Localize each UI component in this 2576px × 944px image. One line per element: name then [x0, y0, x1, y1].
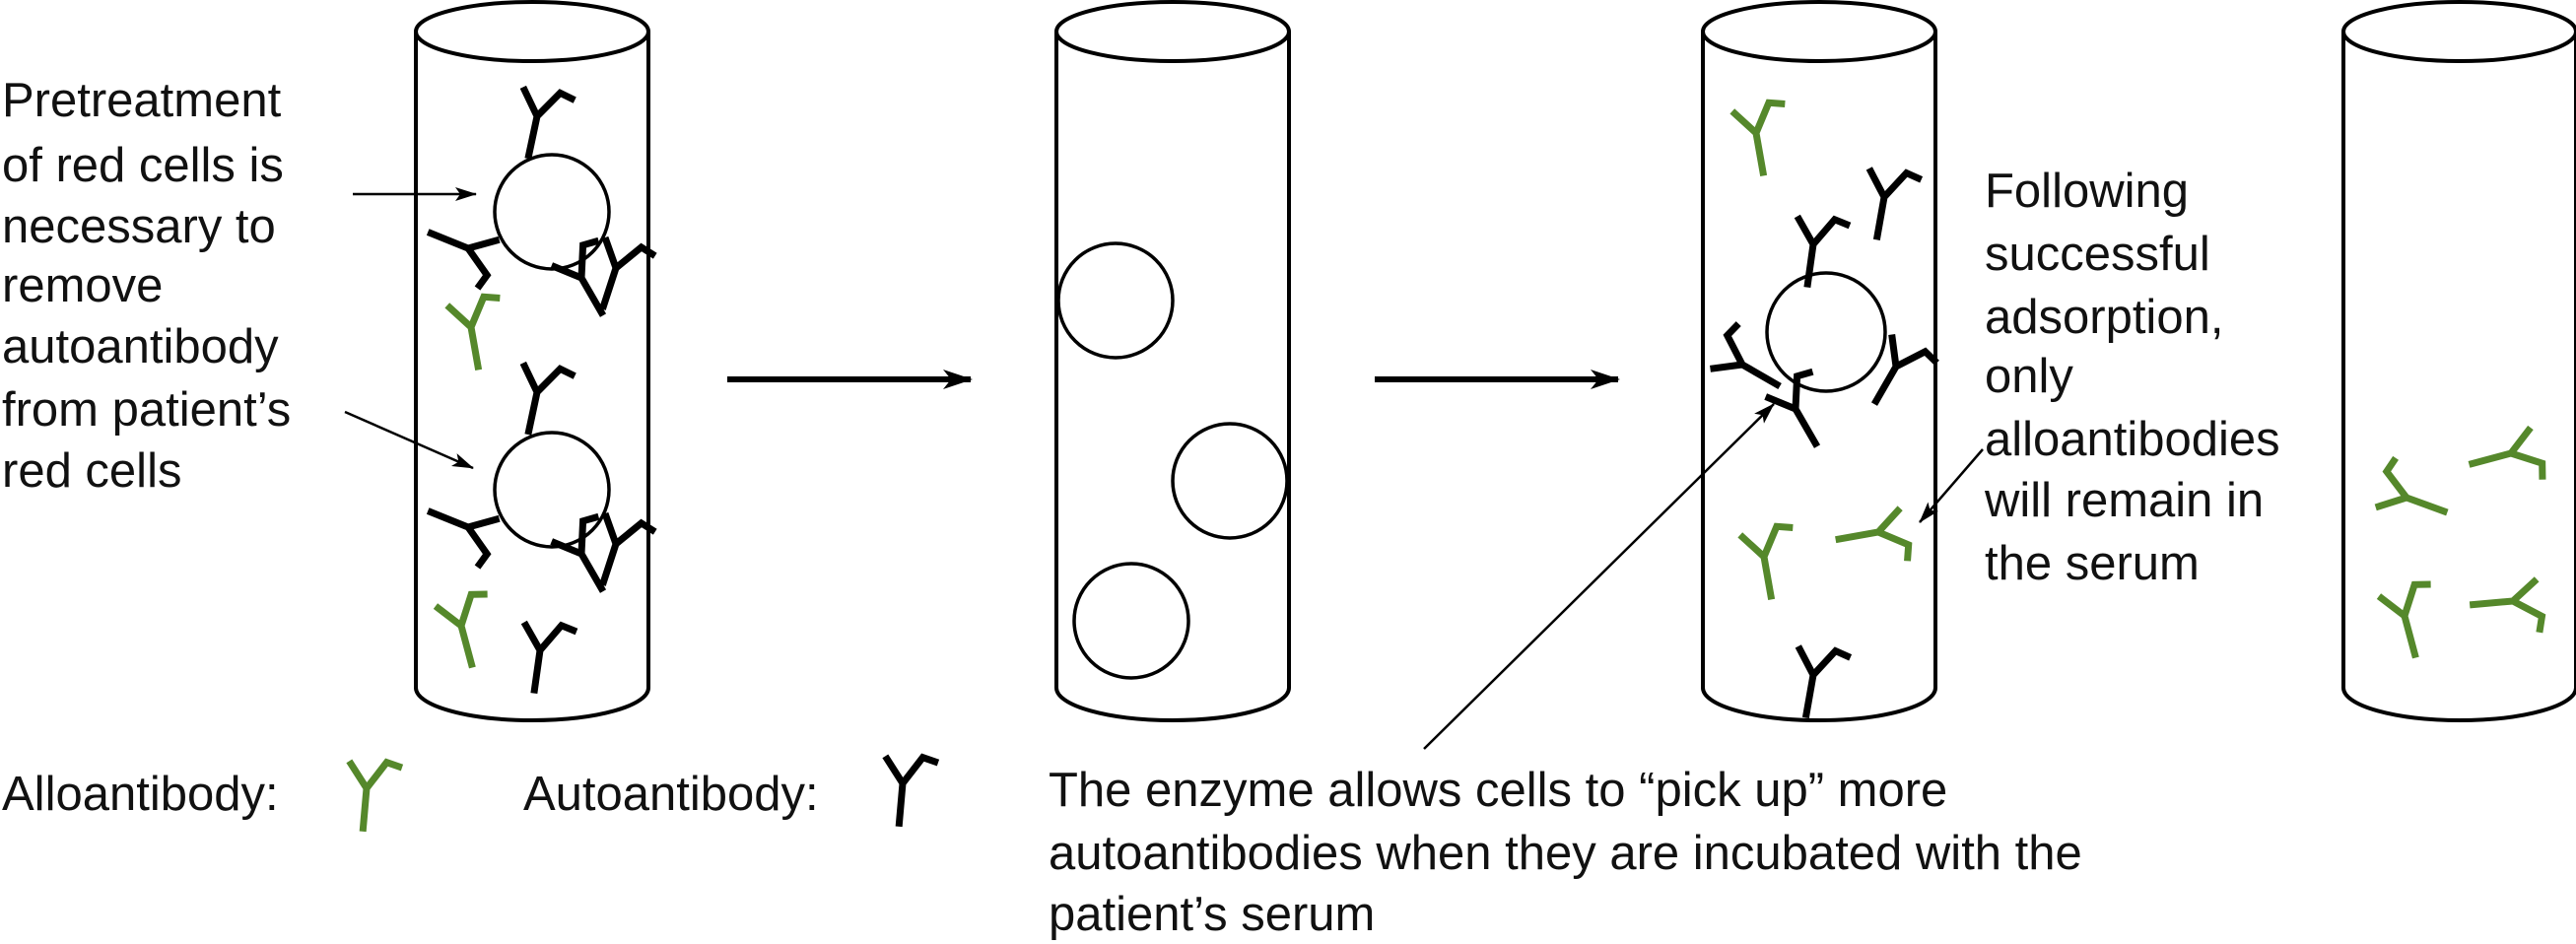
alloantibody-icon: [2469, 576, 2546, 634]
pretreatment-note: Pretreatment of red cells is necessary t…: [2, 74, 305, 498]
legend-alloantibody-label: Alloantibody:: [2, 768, 279, 821]
autoantibody-icon: [520, 620, 578, 695]
autoantibody-icon: [1764, 368, 1821, 448]
pretreatment-line: Pretreatment: [2, 74, 282, 127]
autoantibody-icon: [599, 511, 657, 586]
autoantibody-icon: [1795, 644, 1853, 718]
pretreatment-line: red cells: [2, 444, 181, 498]
tube-2: [1054, 0, 1291, 722]
enzyme-line: The enzyme allows cells to “pick up” mor…: [1049, 764, 1947, 817]
following-line: the serum: [1985, 537, 2200, 590]
autoantibody-icon: [519, 85, 576, 160]
alloantibody-icon: [1737, 522, 1794, 600]
pointer-arrow-bottom-cell: [344, 410, 474, 470]
red-cell: [493, 153, 611, 271]
pretreatment-line: autoantibody: [2, 320, 279, 373]
following-line: Following: [1985, 165, 2189, 218]
autoantibody-icon: [519, 361, 576, 436]
autoantibody-icon: [1794, 214, 1852, 289]
autoantibody-icon: [882, 753, 940, 828]
pretreatment-line: remove: [2, 259, 163, 312]
pointer-arrow-alloantibody: [1919, 448, 1984, 523]
following-line: alloantibodies: [1985, 413, 2280, 466]
following-line: only: [1985, 350, 2073, 403]
following-note: Following successful adsorption, only al…: [1984, 165, 2293, 590]
alloantibody-icon: [1729, 99, 1786, 176]
autoantibody-icon: [426, 229, 501, 291]
alloantibody-icon: [433, 590, 488, 669]
enzyme-line: autoantibodies when they are incubated w…: [1049, 827, 2082, 880]
pretreatment-line: necessary to: [2, 200, 276, 253]
following-line: will remain in: [1984, 474, 2264, 527]
pointer-arrow-enzyme: [1423, 403, 1775, 750]
red-cell: [1765, 271, 1887, 393]
alloantibody-icon: [1835, 506, 1913, 562]
red-cell: [1056, 241, 1175, 360]
legend-autoantibody-label: Autoantibody:: [523, 768, 819, 821]
autoantibody-icon: [426, 507, 501, 570]
tube-4: [2341, 0, 2576, 722]
enzyme-line: patient’s serum: [1049, 888, 1375, 941]
autoantibody-icon: [550, 512, 607, 593]
alloantibody-icon: [2374, 455, 2449, 516]
following-line: successful: [1985, 228, 2210, 281]
alloantibody-icon: [2468, 425, 2546, 480]
pretreatment-line: from patient’s: [2, 383, 291, 437]
pretreatment-line: of red cells is: [2, 139, 284, 192]
autoantibody-icon: [1710, 321, 1782, 390]
red-cell: [493, 431, 611, 549]
autoantibody-icon: [1870, 334, 1939, 406]
autoantibody-icon: [550, 236, 607, 317]
red-cell: [1171, 422, 1289, 540]
antibody-layer: [346, 85, 2546, 833]
alloantibody-icon: [444, 293, 501, 371]
red-cell: [1072, 562, 1190, 680]
alloantibody-icon: [346, 758, 404, 833]
autoantibody-icon: [599, 236, 657, 310]
following-line: adsorption,: [1985, 291, 2223, 344]
enzyme-note: The enzyme allows cells to “pick up” mor…: [1049, 764, 2095, 941]
autoantibody-icon: [1865, 167, 1924, 240]
alloantibody-icon: [2376, 580, 2431, 659]
